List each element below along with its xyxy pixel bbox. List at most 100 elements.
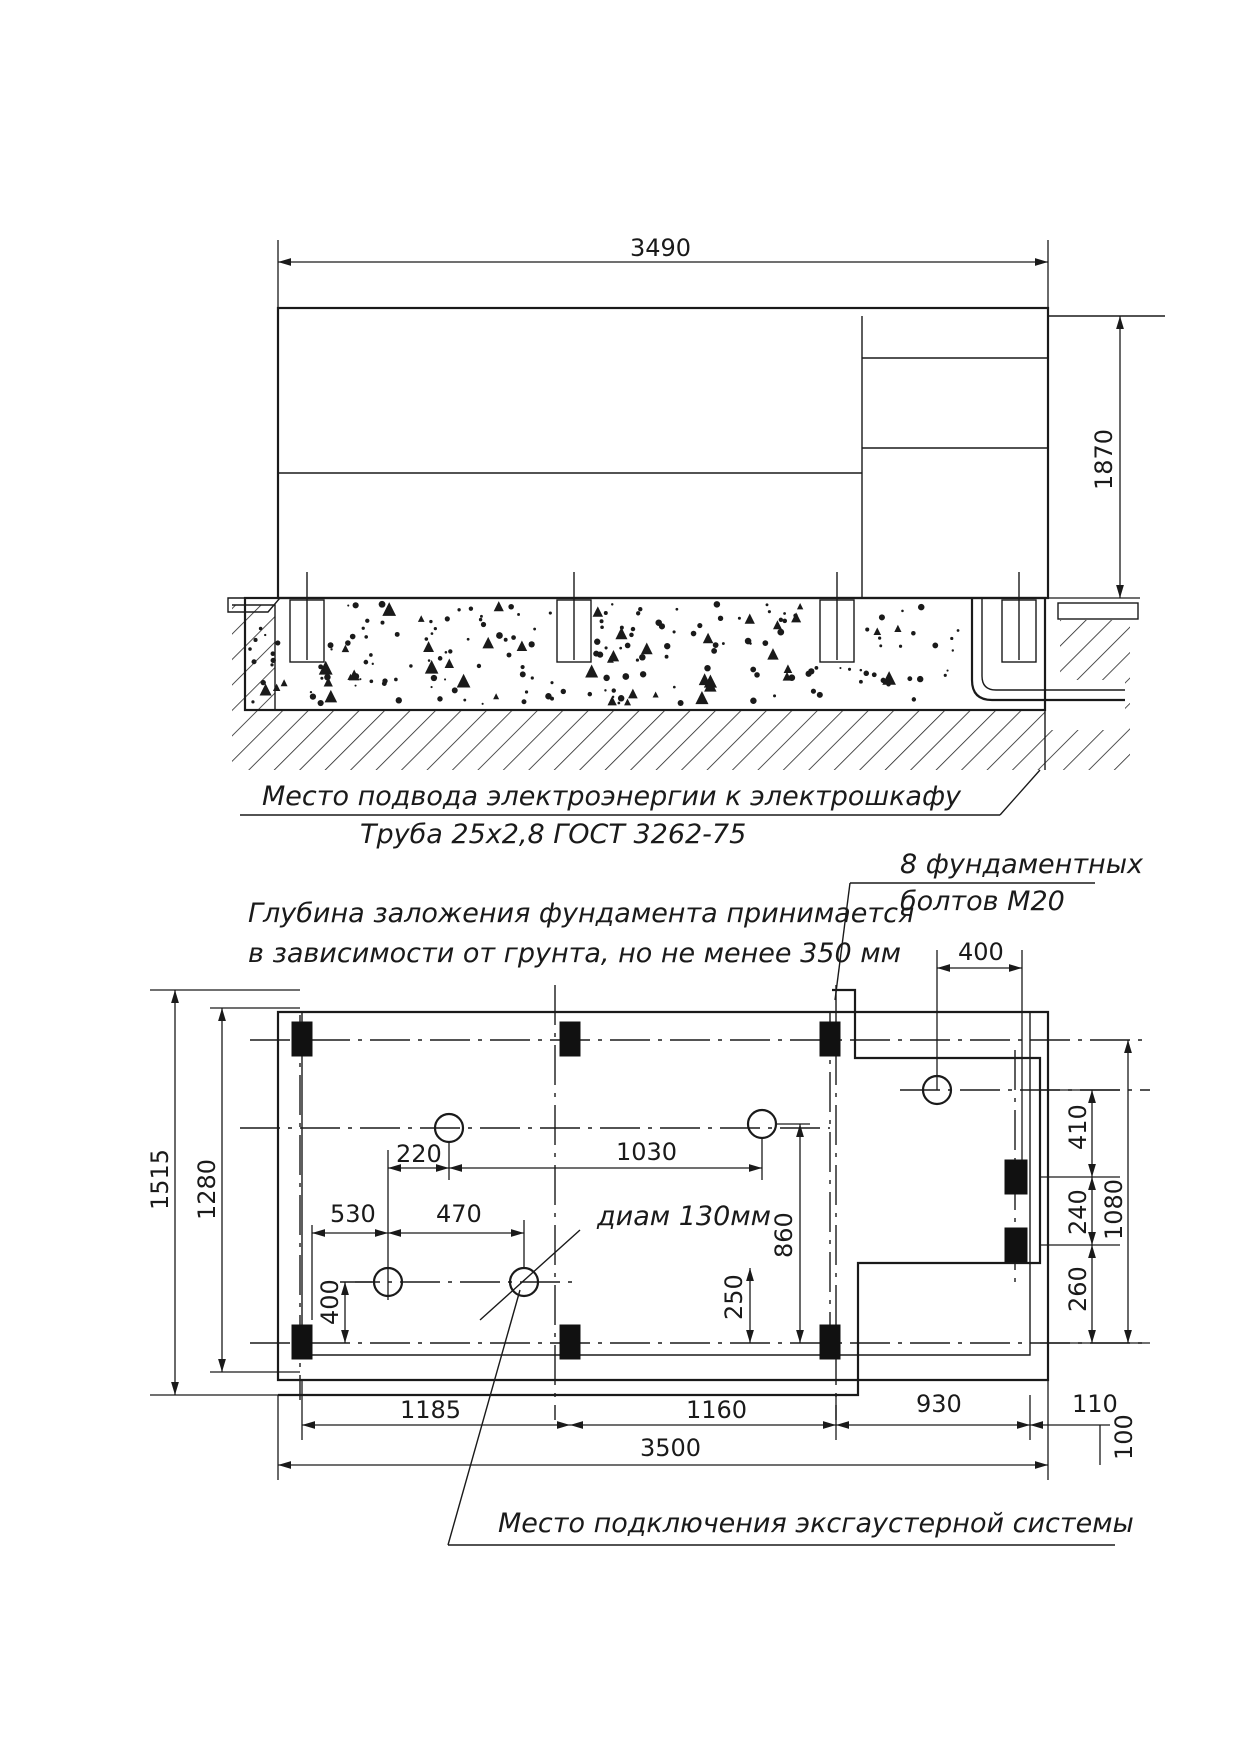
aggregate-speck [409, 664, 413, 668]
bolt-1 [291, 1021, 313, 1057]
aggregate-speck [545, 693, 552, 700]
aggregate-speck [275, 640, 281, 646]
aggregate-speck [451, 687, 458, 694]
aggregate-speck [767, 610, 771, 614]
aggregate-speck [585, 664, 599, 678]
aggregate-speck [782, 671, 792, 681]
aggregate-speck [369, 653, 373, 657]
dim-470: 470 [436, 1200, 482, 1228]
aggregate-speck [600, 625, 604, 630]
aggregate-speck [587, 691, 593, 697]
aggregate-speck [270, 657, 276, 664]
aggregate-speck [744, 613, 755, 624]
aggregate-speck [697, 622, 703, 629]
aggregate-speck [548, 611, 552, 615]
aggregate-speck [349, 633, 356, 640]
aggregate-speck [607, 696, 617, 706]
machine-body [276, 306, 1165, 600]
aggregate-speck [704, 679, 717, 692]
aggregate-speck [550, 681, 554, 685]
aggregate-speck [777, 628, 785, 636]
aggregate-speck [430, 674, 438, 682]
aggregate-speck [508, 603, 514, 610]
aggregate-speck [463, 698, 467, 702]
bolt-7 [1004, 1159, 1028, 1195]
dim-400-top: 400 [958, 938, 1004, 966]
dim-220: 220 [396, 1140, 442, 1168]
aggregate-speck [617, 695, 625, 702]
dim-1030: 1030 [616, 1138, 677, 1166]
aggregate-speck [594, 638, 601, 645]
aggregate-speck [341, 644, 350, 653]
aggregate-speck [950, 636, 954, 641]
aggregate-speck [480, 621, 487, 628]
aggregate-speck [272, 683, 281, 692]
aggregate-speck [754, 672, 760, 678]
aggregate-speck [424, 660, 439, 674]
aggregate-speck [865, 627, 870, 632]
pipe-note: Труба 25х2,8 ГОСТ 3262-75 [360, 819, 746, 850]
plan-view: 8 фундаментных болтов М20 Глубина заложе… [146, 849, 1150, 1546]
aggregate-speck [382, 678, 388, 684]
soil-hatch [232, 604, 1130, 770]
aggregate-speck [956, 629, 960, 632]
aggregate-speck [280, 679, 288, 687]
aggregate-speck [624, 642, 631, 649]
aggregate-speck [615, 627, 628, 640]
aggregate-speck [521, 699, 527, 705]
dim-100: 100 [1110, 1414, 1138, 1460]
power-leader: Место подвода электроэнергии к электрошк… [240, 769, 1041, 850]
aggregate-speck [628, 688, 638, 699]
aggregate-speck [560, 688, 566, 695]
dim-3490: 3490 [630, 234, 691, 262]
aggregate-speck [737, 616, 741, 620]
aggregate-speck [369, 679, 374, 684]
aggregate-speck [429, 619, 433, 624]
aggregate-speck [324, 689, 338, 703]
aggregate-speck [639, 653, 646, 661]
aggregate-speck [427, 659, 431, 662]
aggregate-speck [639, 671, 647, 678]
dim-530: 530 [330, 1200, 376, 1228]
aggregate-speck [652, 691, 659, 698]
aggregate-speck [946, 669, 949, 672]
aggregate-speck [721, 642, 725, 645]
aggregate-speck [772, 620, 782, 630]
aggregate-speck [478, 617, 483, 622]
aggregate-speck [607, 649, 620, 662]
aggregate-speck [354, 684, 357, 687]
dim-1185: 1185 [400, 1396, 461, 1424]
aggregate-speck [430, 685, 433, 689]
aggregate-speck [808, 668, 815, 675]
aggregate-speck [629, 632, 634, 638]
aggregate-speck [423, 641, 434, 652]
hole-diameter-note: диам 130мм [596, 1201, 771, 1232]
bolts-leader [834, 882, 851, 1001]
aggregate-speck [476, 663, 482, 669]
aggregate-speck [359, 678, 362, 681]
aggregate-speck [603, 611, 608, 616]
aggregate-speck [744, 637, 752, 645]
aggregate-speck [951, 649, 954, 652]
aggregate-speck [524, 690, 529, 694]
bolt-5 [559, 1324, 581, 1360]
elevation-view: 3490 1870 Место подвода электроэнергии к… [227, 234, 1165, 850]
power-supply-note: Место подвода электроэнергии к электрошк… [262, 781, 962, 812]
aggregate-speck [859, 668, 863, 672]
aggregate-speck [873, 627, 882, 636]
aggregate-speck [361, 626, 365, 630]
aggregate-speck [767, 648, 779, 660]
aggregate-speck [348, 669, 360, 681]
dim-1160: 1160 [686, 1396, 747, 1424]
aggregate-speck [611, 603, 614, 606]
aggregate-speck [878, 614, 885, 621]
aggregate-speck [677, 700, 684, 706]
aggregate-speck [318, 660, 333, 675]
aggregate-speck [712, 642, 719, 648]
aggregate-speck [480, 614, 483, 618]
aggregate-speck [251, 700, 255, 704]
aggregate-speck [395, 697, 402, 704]
aggregate-speck [762, 640, 769, 647]
aggregate-speck [778, 617, 784, 622]
